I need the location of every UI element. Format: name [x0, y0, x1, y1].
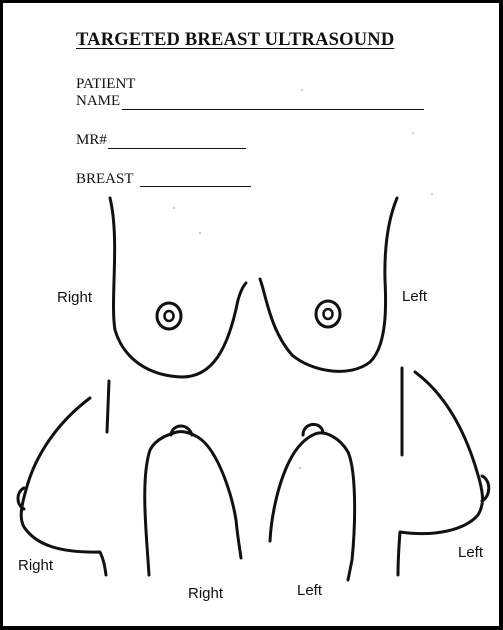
side-right-breast-outline: [21, 398, 106, 575]
top-right-breast-outline: [145, 432, 241, 575]
front-right-breast-outline: [110, 198, 246, 377]
side-right-chest-wall: [107, 381, 109, 432]
top-right-label: Right: [188, 585, 223, 602]
front-left-nipple-outer: [316, 301, 340, 327]
front-right-label: Right: [57, 289, 92, 306]
scan-specks: [173, 89, 432, 469]
front-right-nipple-inner: [165, 311, 174, 321]
front-left-label: Left: [402, 288, 427, 305]
front-right-nipple-outer: [157, 303, 181, 329]
top-left-label: Left: [297, 582, 322, 599]
front-left-nipple-inner: [324, 309, 333, 319]
side-right-label: Right: [18, 557, 53, 574]
front-left-breast-outline: [260, 198, 397, 371]
top-left-breast-outline: [270, 433, 355, 580]
side-left-label: Left: [458, 544, 483, 561]
